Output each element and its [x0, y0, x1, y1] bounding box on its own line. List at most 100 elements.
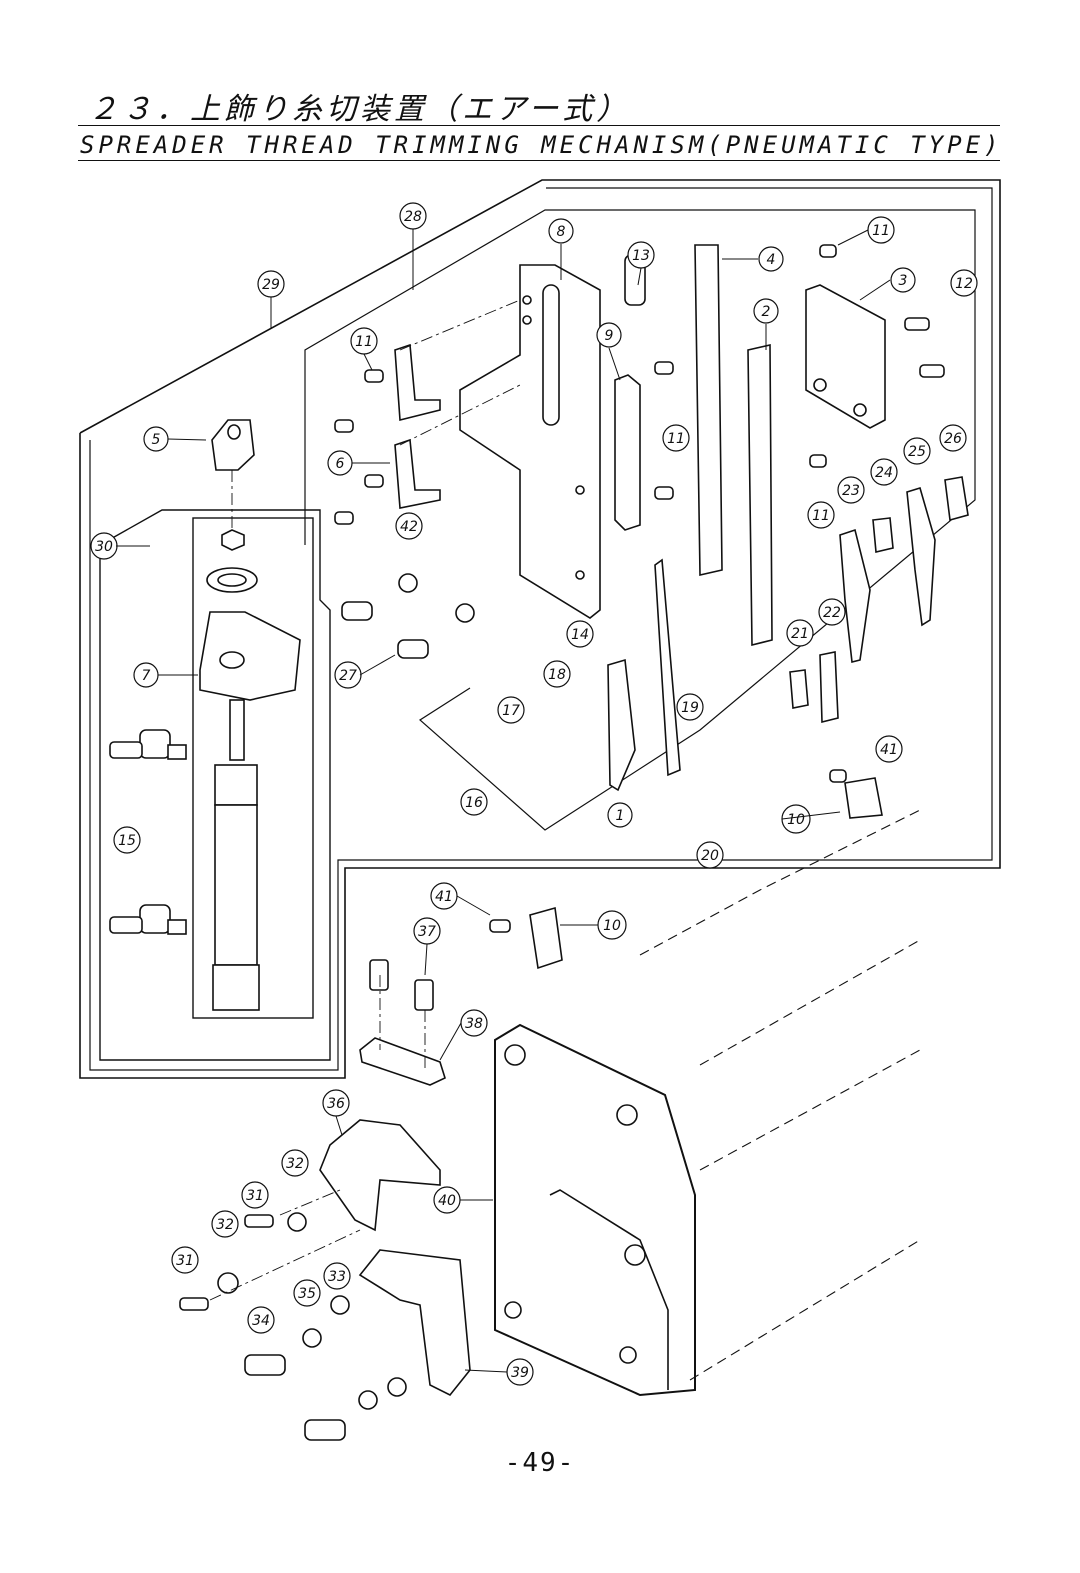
callout-2: 2 [753, 298, 779, 324]
svg-text:29: 29 [262, 277, 280, 293]
svg-text:14: 14 [571, 627, 589, 643]
page-title-japanese: ２３．上飾り糸切装置（エアー式） [88, 92, 631, 127]
callouts: 1 2 3 4 5 6 7 8 9 10 10 11 11 11 11 12 1… [90, 202, 978, 1386]
callout-11a: 11 [867, 216, 895, 244]
callout-38: 38 [460, 1009, 488, 1037]
callout-9: 9 [596, 322, 622, 348]
callout-23: 23 [837, 476, 865, 504]
part-7-cylinder-assembly [199, 529, 301, 1011]
callout-11c: 11 [662, 424, 690, 452]
callout-27: 27 [334, 661, 362, 689]
svg-text:36: 36 [327, 1096, 345, 1112]
callout-11d: 11 [807, 501, 835, 529]
callout-7: 7 [133, 662, 159, 688]
svg-text:19: 19 [681, 700, 699, 716]
callout-19: 19 [676, 693, 704, 721]
callout-5: 5 [143, 426, 169, 452]
svg-text:31: 31 [176, 1253, 194, 1269]
svg-text:39: 39 [511, 1365, 529, 1381]
svg-text:10: 10 [787, 812, 805, 828]
svg-text:15: 15 [118, 833, 136, 849]
screws [179, 244, 945, 1441]
machine-body-outline [639, 809, 921, 1381]
svg-text:26: 26 [944, 431, 962, 447]
callout-12: 12 [950, 269, 978, 297]
callout-20: 20 [696, 841, 724, 869]
svg-text:33: 33 [328, 1269, 346, 1285]
callout-6: 6 [327, 450, 353, 476]
callout-10b: 10 [597, 910, 627, 940]
callout-41a: 41 [875, 735, 903, 763]
leader-lines [116, 229, 891, 1373]
callout-4: 4 [758, 246, 784, 272]
part-3-cover-plate [805, 284, 886, 429]
part-40-housing [494, 1023, 696, 1397]
svg-text:30: 30 [95, 539, 113, 555]
callout-14: 14 [566, 620, 594, 648]
callout-15: 15 [113, 826, 141, 854]
svg-text:8: 8 [557, 224, 566, 240]
part-10-clamps [529, 777, 883, 970]
callout-21: 21 [786, 619, 814, 647]
svg-text:25: 25 [908, 444, 926, 460]
svg-text:20: 20 [701, 848, 719, 864]
part-23-26-levers [789, 476, 969, 724]
part-8-main-plate [459, 264, 601, 619]
callout-37: 37 [413, 917, 441, 945]
callout-31b: 31 [171, 1246, 199, 1274]
callout-36: 36 [322, 1089, 350, 1117]
svg-text:18: 18 [548, 667, 566, 683]
callout-28: 28 [399, 202, 427, 230]
svg-text:13: 13 [632, 248, 650, 264]
callout-32a: 32 [281, 1149, 309, 1177]
svg-text:41: 41 [880, 742, 898, 758]
svg-text:22: 22 [823, 605, 841, 621]
svg-text:17: 17 [502, 703, 520, 719]
part-6-brackets [394, 343, 441, 509]
callout-39: 39 [506, 1358, 534, 1386]
title-rule-bottom [78, 160, 1000, 161]
callout-40: 40 [433, 1186, 461, 1214]
callout-18: 18 [543, 660, 571, 688]
callout-34: 34 [247, 1306, 275, 1334]
callout-26: 26 [939, 424, 967, 452]
svg-text:35: 35 [298, 1286, 316, 1302]
svg-text:41: 41 [435, 889, 453, 905]
svg-text:2: 2 [762, 304, 771, 320]
callout-30: 30 [90, 532, 118, 560]
callout-25: 25 [903, 437, 931, 465]
svg-text:5: 5 [152, 432, 161, 448]
svg-text:32: 32 [216, 1217, 234, 1233]
assembly-center-lines [209, 299, 521, 1301]
page-number: -49- [504, 1448, 576, 1478]
svg-text:10: 10 [603, 918, 621, 934]
group-frames [79, 179, 1001, 1079]
svg-text:40: 40 [438, 1193, 456, 1209]
callout-31a: 31 [241, 1181, 269, 1209]
svg-text:23: 23 [842, 483, 860, 499]
callout-24: 24 [870, 458, 898, 486]
callout-16: 16 [460, 788, 488, 816]
title-rule-top [78, 125, 1000, 126]
callout-8: 8 [548, 218, 574, 244]
svg-text:32: 32 [286, 1156, 304, 1172]
svg-text:28: 28 [404, 209, 422, 225]
svg-text:1: 1 [616, 808, 625, 824]
svg-text:3: 3 [899, 273, 908, 289]
svg-text:11: 11 [667, 431, 685, 447]
svg-text:4: 4 [767, 252, 776, 268]
part-18-1-knife [607, 558, 681, 792]
callout-42: 42 [395, 512, 423, 540]
part-9-4-2-bars [614, 244, 773, 647]
callout-29: 29 [257, 270, 285, 298]
callout-11b: 11 [350, 327, 378, 355]
svg-text:7: 7 [142, 668, 151, 684]
page-title-english: SPREADER THREAD TRIMMING MECHANISM(PNEUM… [80, 131, 1003, 159]
part-36-38-39-brackets [319, 1037, 471, 1397]
svg-text:11: 11 [872, 223, 890, 239]
svg-text:9: 9 [605, 328, 614, 344]
part-5-block [211, 419, 255, 471]
callout-3: 3 [890, 267, 916, 293]
svg-text:11: 11 [812, 508, 830, 524]
